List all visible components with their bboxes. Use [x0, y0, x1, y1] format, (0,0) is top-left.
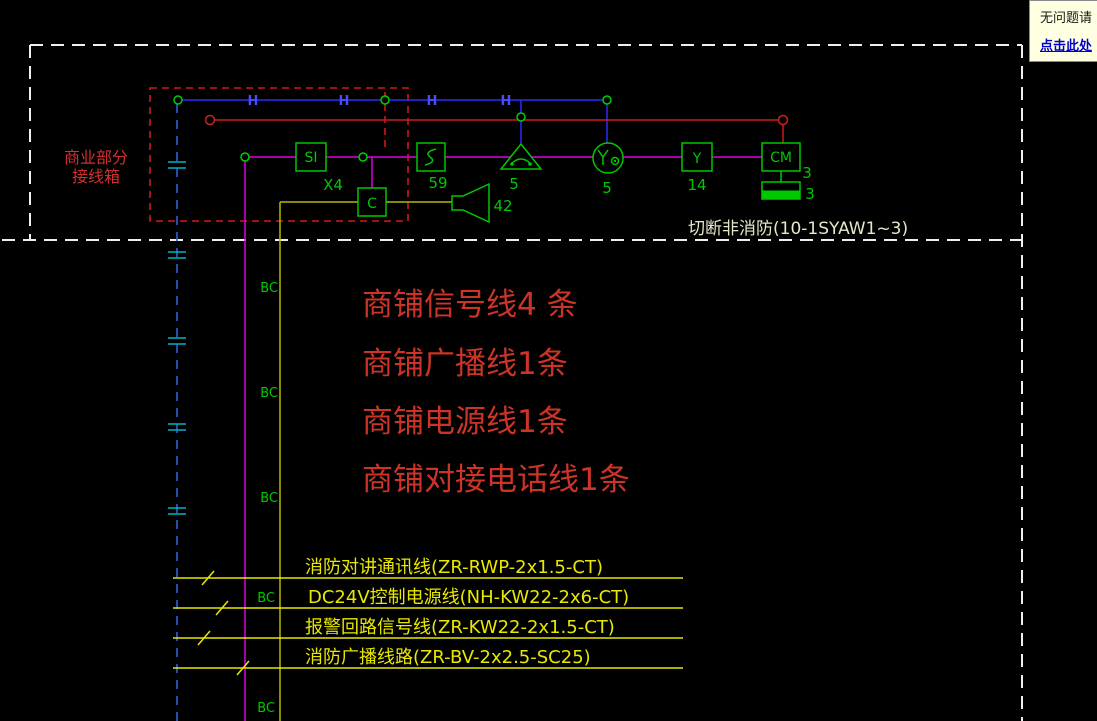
junction-box-rect [149, 87, 409, 222]
device-smoke-detector: 59 [416, 142, 448, 192]
alarm-handset-icon [511, 158, 531, 164]
green-node [380, 95, 390, 105]
wire-mark-bc: BC [257, 701, 275, 716]
wire-mark-h: H [427, 94, 438, 109]
alarm-count: 5 [509, 175, 519, 193]
busbar-tick [168, 161, 186, 169]
shop-note: 商铺广播线1条 [362, 346, 568, 382]
wire-mark-h: H [248, 94, 259, 109]
green-node [240, 152, 250, 162]
hydrant-dot [613, 159, 617, 163]
wire-mark-bc: BC [260, 386, 278, 401]
device-hydrant-button: 5 [592, 142, 624, 197]
device-si: SI X4 [295, 142, 343, 194]
si-box [295, 142, 327, 172]
junction-box-outline [149, 87, 409, 222]
cable-label: 报警回路信号线(ZR-KW22-2x1.5-CT) [305, 617, 615, 638]
red-node [777, 114, 789, 126]
busbar-tick [168, 337, 186, 345]
junction-nodes [173, 95, 612, 162]
cm-label: CM [770, 150, 792, 166]
green-node [358, 152, 368, 162]
hydrant-y-glyph-icon [597, 149, 609, 165]
y-label: Y [692, 151, 702, 167]
red-node [204, 114, 216, 126]
busbar-tick [168, 423, 186, 431]
junction-box-caption-line1: 商业部分 [64, 148, 128, 167]
alarm-handset-dot [528, 162, 532, 166]
c-box [357, 187, 387, 217]
busbar-tick [168, 251, 186, 259]
cut-non-fire-label: 切断非消防(10-1SYAW1~3) [688, 219, 908, 239]
y-box [681, 142, 713, 172]
device-alarm-triangle: 5 [499, 142, 543, 193]
device-y-module: Y 14 [681, 142, 713, 194]
green-node [602, 95, 612, 105]
shop-note: 商铺对接电话线1条 [362, 462, 630, 498]
junction-box-caption: 商业部分 接线箱 [64, 148, 128, 186]
blue-h-trunk: H H H H [178, 94, 608, 143]
left-busbar [168, 104, 186, 721]
green-node [173, 95, 183, 105]
notification-popup: 无问题请 点击此处 [1029, 0, 1097, 62]
alarm-handset-dot [510, 162, 514, 166]
shop-line-notes: 商铺信号线4 条 商铺广播线1条 商铺电源线1条 商铺对接电话线1条 [362, 287, 630, 498]
si-label: SI [304, 150, 317, 166]
fire-cable-callouts: 消防对讲通讯线(ZR-RWP-2x1.5-CT) DC24V控制电源线(NH-K… [173, 557, 683, 676]
c-label: C [367, 196, 377, 212]
zone-boundary [2, 44, 1023, 721]
speaker-icon [451, 182, 490, 224]
shop-note: 商铺信号线4 条 [362, 287, 578, 323]
bc-marks: BC BC BC BC BC [257, 281, 278, 716]
cable-label: 消防广播线路(ZR-BV-2x2.5-SC25) [305, 647, 591, 668]
red-power-trunk [204, 114, 789, 143]
battery-count: 3 [805, 185, 815, 203]
si-count: X4 [323, 176, 343, 194]
y-count: 14 [687, 176, 706, 194]
device-c: C [357, 187, 387, 217]
battery-fill-icon [762, 190, 800, 199]
hydrant-circle [592, 142, 624, 174]
popup-link[interactable]: 点击此处 [1040, 39, 1093, 54]
conductor-slash [197, 630, 211, 646]
popup-message: 无问题请 [1040, 11, 1093, 26]
cable-label: 消防对讲通讯线(ZR-RWP-2x1.5-CT) [305, 557, 603, 578]
smoke-s-glyph-icon [424, 148, 437, 166]
magenta-signal-trunk [244, 156, 762, 721]
wire-mark-bc: BC [260, 491, 278, 506]
wire-mark-bc: BC [260, 281, 278, 296]
conductor-slash [201, 570, 215, 586]
wire-mark-h: H [339, 94, 350, 109]
cm-box [761, 142, 801, 172]
device-speaker: 42 [451, 182, 513, 224]
hydrant-count: 5 [602, 179, 612, 197]
busbar-tick [168, 507, 186, 515]
broadcast-wiring [279, 201, 452, 721]
green-node [516, 112, 526, 122]
smoke-count: 59 [428, 174, 447, 192]
wire-mark-h: H [501, 94, 512, 109]
cm-count: 3 [802, 164, 812, 182]
device-cm-module: CM 3 3 [761, 142, 815, 203]
wire-mark-bc: BC [257, 591, 275, 606]
conductor-slash [215, 600, 229, 616]
cable-label: DC24V控制电源线(NH-KW22-2x6-CT) [308, 587, 629, 608]
hydrant-dot-ring [610, 156, 620, 166]
shop-note: 商铺电源线1条 [362, 404, 568, 440]
speaker-count: 42 [493, 197, 512, 215]
junction-box-caption-line2: 接线箱 [72, 167, 120, 186]
conductor-slash [236, 660, 250, 676]
